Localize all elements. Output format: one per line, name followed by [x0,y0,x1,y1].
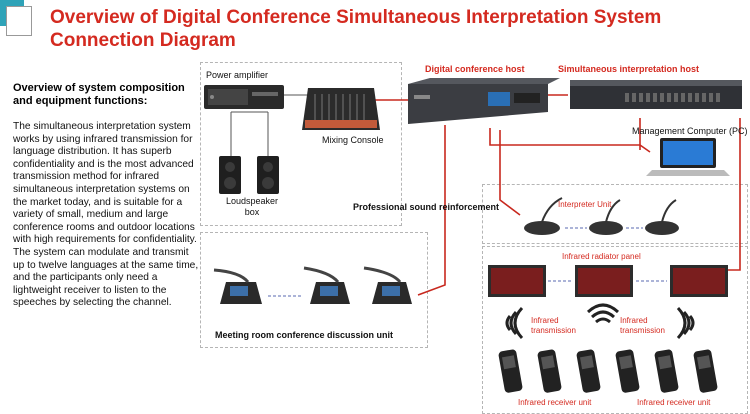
ir-receiver-label-2: Infrared receiver unit [637,398,711,407]
ir-radiator-panel-2 [575,265,633,297]
title-accent-frame [6,6,32,36]
ir-wave-left [505,306,524,340]
ir-transmission-label-1: Infrared transmission [531,316,576,335]
loudspeaker-right [257,156,279,194]
interpreter-unit-3 [645,199,679,235]
ir-receivers [498,349,718,393]
overview-heading: Overview of system composition and equip… [13,82,185,107]
ir-radiator-panel-3 [670,265,728,297]
overview-text: The simultaneous interpretation system w… [13,121,199,309]
host-meeting-line [417,125,446,296]
si-host-device [570,80,742,109]
ir-wave-right [676,306,695,340]
page-title: Overview of Digital Conference Simultane… [50,7,662,51]
interpreter-group-box [482,184,748,244]
connection-lines [372,94,741,296]
power-amplifier-device [204,85,284,109]
interpreter-unit-1 [524,197,563,235]
meeting-unit-group-box [200,232,428,348]
host-interpreter-line [499,130,521,216]
management-pc-label: Management Computer (PC) [632,126,748,136]
ir-transmission-label-2: Infrared transmission [620,316,665,335]
si-radiator-line [720,118,741,271]
discussion-unit-1 [213,268,262,304]
sound-reinforcement-label: Professional sound reinforcement [353,202,500,212]
digital-host-label: Digital conference host [425,64,525,74]
ir-wave-center [586,303,620,324]
loudspeaker-label: Loudspeaker box [225,196,279,217]
ir-receiver-label-1: Infrared receiver unit [518,398,592,407]
power-amplifier-label: Power amplifier [206,70,269,80]
management-pc-device [646,138,730,176]
meeting-unit-label: Meeting room conference discussion unit [215,330,394,340]
ir-radiator-label: Infrared radiator panel [562,252,641,261]
amplifier-group-box [200,62,402,226]
digital-conference-host-device [408,78,560,124]
mixing-console-device [302,88,380,130]
host-pc-line [489,128,651,153]
interpreter-unit-2 [589,199,623,235]
interpreter-unit-label: Interpreter Unit [558,200,612,209]
ir-radiator-panel-1 [488,265,546,297]
si-host-label: Simultaneous interpretation host [558,64,700,74]
discussion-unit-3 [363,266,412,304]
mixing-console-label: Mixing Console [322,135,384,145]
discussion-unit-2 [303,266,350,304]
loudspeaker-left [219,156,241,194]
